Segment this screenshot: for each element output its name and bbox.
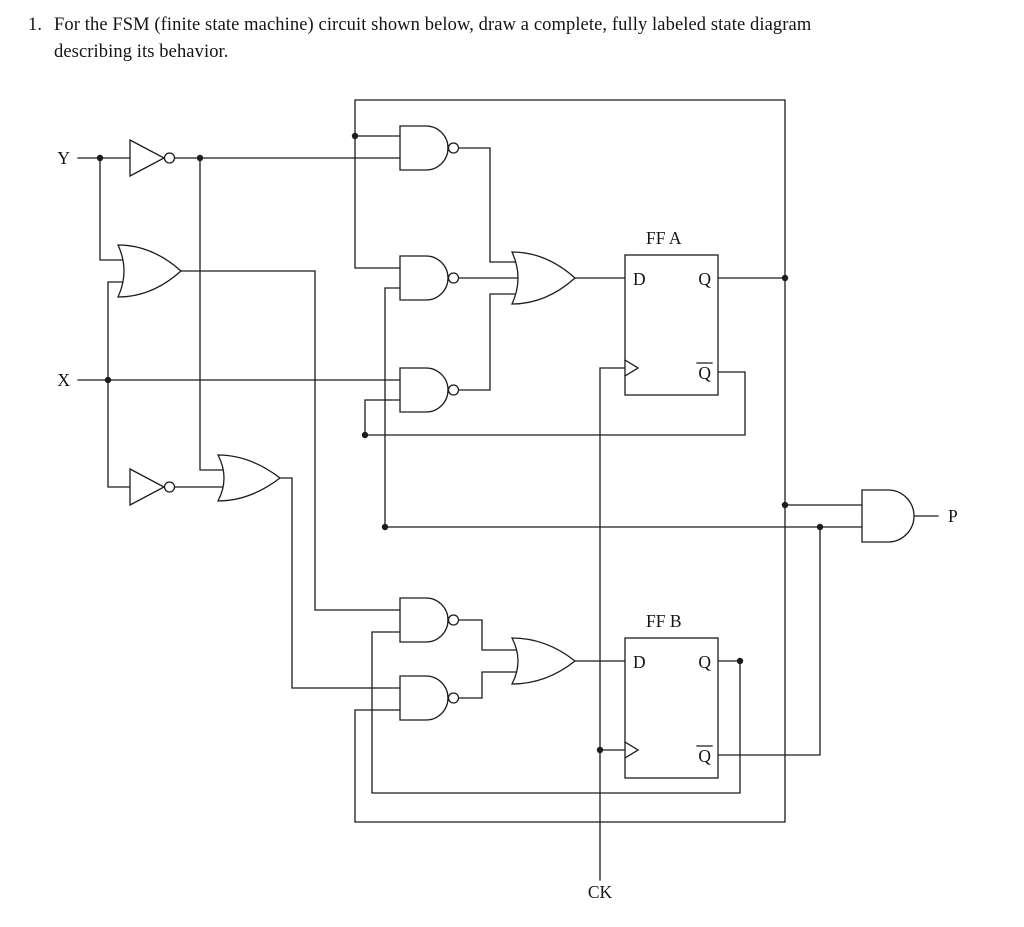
junction-dot [104, 376, 112, 384]
and-gate-output [861, 489, 915, 543]
nand-gate-1-bubble [447, 142, 460, 154]
input-x-label: X [57, 370, 70, 390]
nand-gate-2-bubble [447, 272, 460, 284]
ffb-box [624, 637, 719, 779]
junction-dot [351, 132, 359, 140]
junction-dot [361, 431, 369, 439]
ffa-box [624, 254, 719, 396]
junction-dot [781, 274, 789, 282]
nand-gate-5-bubble [447, 692, 460, 704]
ffb-q-label: Q [698, 652, 711, 672]
or-gate-1 [116, 244, 182, 298]
problem-number: 1. [28, 15, 42, 35]
wire-or2-to-nand5 [279, 477, 401, 689]
not-gate-y [129, 138, 166, 178]
nand-gate-4-bubble [447, 614, 460, 626]
output-p-label: P [948, 506, 958, 526]
wire-clock-main [599, 367, 626, 881]
nand-gate-1 [399, 125, 449, 171]
nand-gate-2 [399, 255, 449, 301]
ffa-qbar-label: Q [698, 363, 711, 383]
gates [116, 125, 915, 721]
wire-qbara-to-nand3 [364, 371, 746, 436]
wire-nand1-to-or3 [458, 147, 519, 263]
not-gate-x-bubble [163, 481, 176, 493]
or-gate-4 [510, 637, 577, 685]
wire-nand5-to-or4 [458, 671, 519, 699]
wires [77, 99, 939, 881]
or-gate-3 [510, 251, 576, 305]
ffa-title: FF A [646, 228, 682, 248]
input-y-label: Y [57, 148, 70, 168]
ffb-title: FF B [646, 611, 682, 631]
junction-dot [816, 523, 824, 531]
wire-y-to-or1 [99, 157, 125, 261]
ffb-qbar-label: Q [698, 746, 711, 766]
clock-ck-label: CK [588, 882, 613, 902]
wire-qbarb-bus [384, 287, 863, 528]
junction-dot [596, 746, 604, 754]
wire-nand3-to-or3 [458, 293, 519, 391]
nand-gate-5 [399, 675, 449, 721]
not-gate-x [129, 467, 166, 507]
nand-gate-3 [399, 367, 449, 413]
junction-dot [381, 523, 389, 531]
ffa-d-label: D [633, 269, 646, 289]
junction-dot [196, 154, 204, 162]
flipflop-b: FF B D Q Q [624, 611, 719, 779]
wire-nand4-to-or4 [458, 619, 519, 651]
junction-dots [96, 132, 824, 754]
wire-x-branch [107, 281, 131, 488]
wire-or1-to-nand4 [179, 270, 401, 611]
wire-qa-feedback-ring [354, 99, 786, 823]
problem-text-line1: For the FSM (finite state machine) circu… [54, 15, 812, 35]
or-gate-2 [216, 454, 282, 502]
wire-noty-to-or2 [199, 157, 225, 471]
ffb-d-label: D [633, 652, 646, 672]
ffa-clock-chevron [624, 359, 640, 377]
not-gate-y-bubble [163, 152, 176, 164]
nand-gate-3-bubble [447, 384, 460, 396]
wire-qbarb-out [717, 526, 821, 756]
problem-text-line2: describing its behavior. [54, 42, 229, 62]
ffa-q-label: Q [698, 269, 711, 289]
junction-dot [781, 501, 789, 509]
junction-dot [96, 154, 104, 162]
wire-qb-feedback [371, 631, 741, 794]
ffb-clock-chevron [624, 741, 640, 759]
flipflop-a: FF A D Q Q [624, 228, 719, 396]
nand-gate-4 [399, 597, 449, 643]
junction-dot [736, 657, 744, 665]
